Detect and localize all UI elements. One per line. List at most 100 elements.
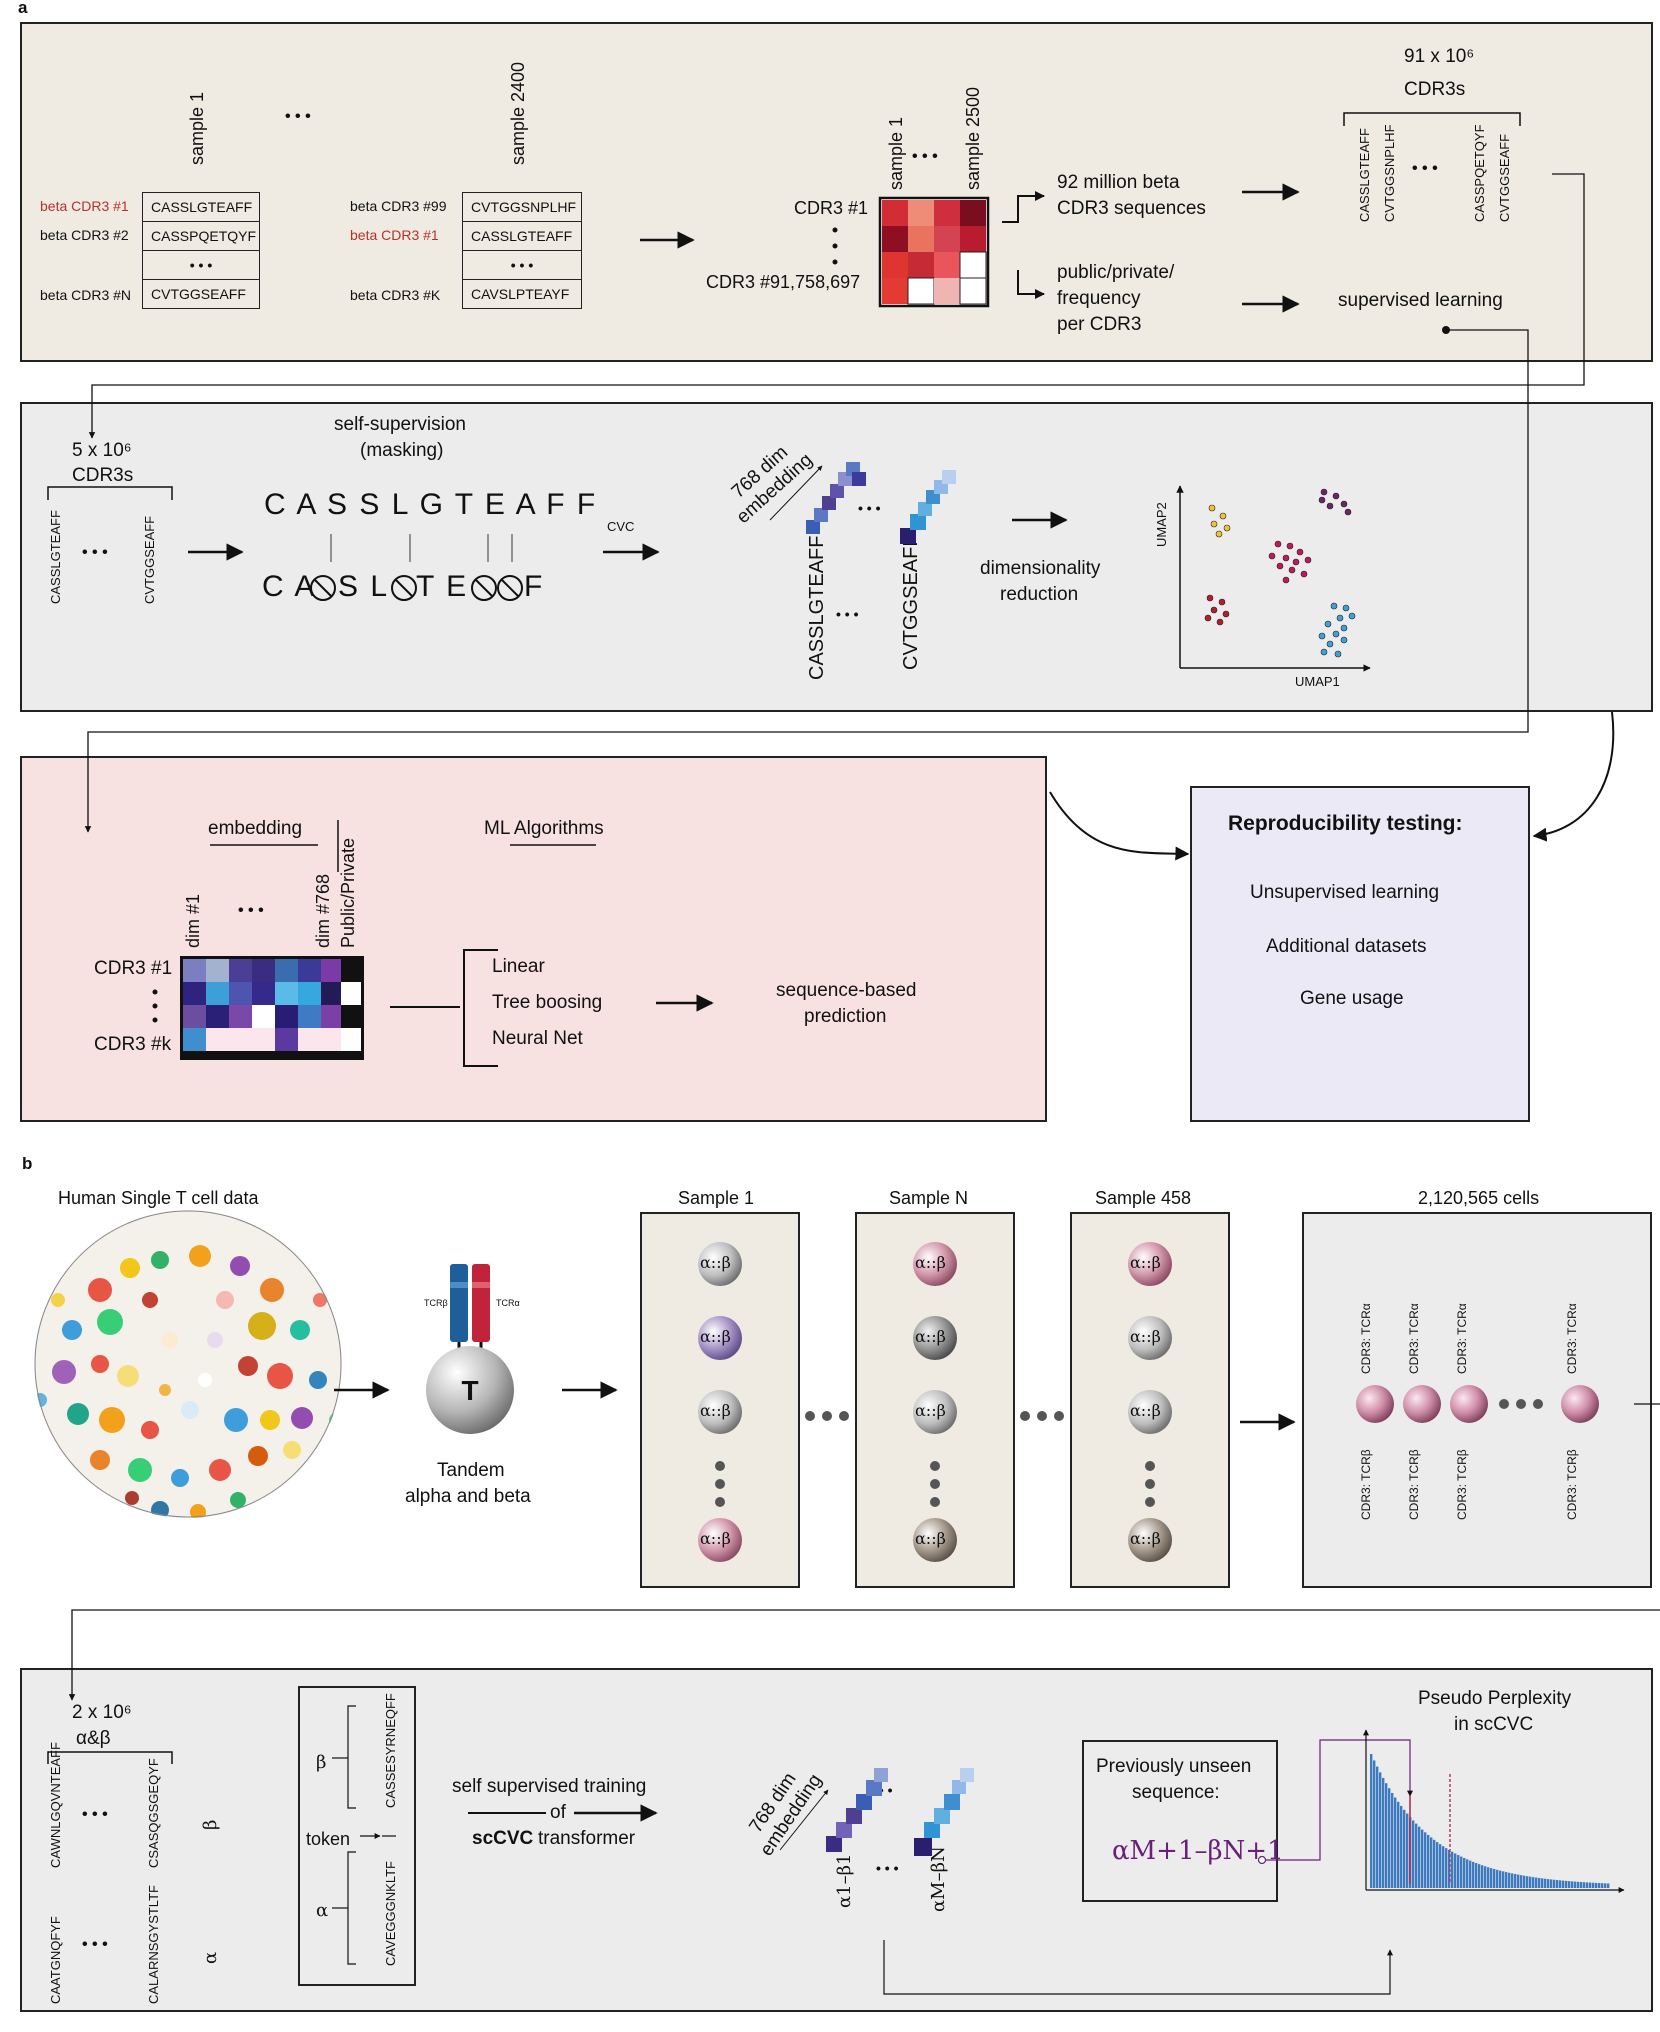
embedding-ellipsis2: • • • <box>836 606 859 622</box>
histogram-bar <box>1547 1879 1550 1888</box>
cdr3s-label: CDR3s <box>1404 79 1466 100</box>
sphere-ellipsis-dot <box>1145 1479 1155 1489</box>
histogram-bar <box>1580 1882 1583 1888</box>
histogram-bar <box>1445 1848 1448 1888</box>
repro-item1: Unsupervised learning <box>1250 882 1440 903</box>
sphere-label: α::β <box>700 1529 731 1548</box>
histogram-bar <box>1439 1844 1442 1888</box>
histogram-bar <box>1403 1809 1406 1888</box>
unseen-line1: Previously unseen <box>1096 1756 1252 1777</box>
algo-linear: Linear <box>492 956 545 977</box>
histogram-bar <box>1406 1813 1409 1888</box>
histogram-bar <box>1397 1801 1400 1888</box>
histogram-bar <box>1583 1882 1586 1888</box>
histogram-bar <box>1499 1870 1502 1888</box>
histogram-bar <box>1436 1842 1439 1888</box>
sphere-label: α::β <box>1130 1253 1161 1272</box>
histogram-bar <box>1568 1881 1571 1888</box>
cvc-count: 5 x 10⁶ <box>72 440 132 461</box>
out1-line2: CDR3 sequences <box>1057 198 1206 219</box>
histogram-bar <box>1607 1883 1610 1888</box>
pp-line2: in scCVC <box>1454 1714 1534 1735</box>
histogram-bar <box>1466 1859 1469 1888</box>
matrix-row1-label: CDR3 #1 <box>794 198 869 218</box>
sphere-ellipsis-dot <box>930 1461 940 1471</box>
histogram-bar <box>1481 1865 1484 1888</box>
tcrb-label: TCRβ <box>424 1298 448 1308</box>
embedding-vector-2 <box>900 470 956 544</box>
sphere-label: α::β <box>915 1401 946 1420</box>
histogram-bar <box>1490 1868 1493 1888</box>
train-of: of <box>550 1802 566 1823</box>
beta-seqs-ellipsis: • • • <box>82 1806 108 1823</box>
repro-item2: Additional datasets <box>1266 936 1427 957</box>
dims-ellipsis: • • • <box>238 902 264 919</box>
cdr3s-ellipsis: • • • <box>1412 160 1438 177</box>
sample-sphere <box>698 1242 742 1286</box>
sample-spheres <box>698 1242 1172 1562</box>
out1-line1: 92 million beta <box>1057 172 1180 193</box>
sphere-label: α::β <box>700 1327 731 1346</box>
sample458-title: Sample 458 <box>1095 1188 1192 1208</box>
histogram-bar <box>1451 1851 1454 1888</box>
b-embedding-vector-1 <box>826 1768 888 1852</box>
tcra-label: TCRα <box>496 1298 520 1308</box>
s2-row4-label: beta CDR3 #K <box>350 287 441 303</box>
cell2-alpha: CDR3: TCRα <box>1407 1303 1421 1374</box>
histogram-bar <box>1589 1882 1592 1888</box>
histogram-bar <box>1415 1823 1418 1888</box>
s1-row2-label: beta CDR3 #2 <box>40 227 129 243</box>
histogram-bar <box>1538 1877 1541 1888</box>
sphere-ellipsis-dot <box>715 1479 725 1489</box>
histogram-bar <box>1469 1860 1472 1888</box>
s1-row4-label: beta CDR3 #N <box>40 287 132 303</box>
sample-sphere <box>698 1390 742 1434</box>
masked-part3: T E <box>416 570 469 603</box>
unseen-sequence: αM+1–βN+1 <box>1112 1836 1284 1866</box>
panel-b-label: b <box>22 1154 33 1173</box>
pp-line1: Pseudo Perplexity <box>1418 1688 1572 1709</box>
histogram-bar <box>1565 1880 1568 1888</box>
histogram-bar <box>1373 1760 1376 1888</box>
sample-sphere <box>913 1390 957 1434</box>
cell2-beta: CDR3: TCRβ <box>1407 1449 1421 1520</box>
train-line1: self supervised training <box>452 1776 647 1797</box>
histogram-bar <box>1550 1879 1553 1888</box>
histogram-bar <box>1556 1880 1559 1888</box>
histogram-bar <box>1457 1855 1460 1888</box>
panel-a-section <box>20 22 1653 362</box>
token-label: token <box>306 1829 351 1849</box>
histogram-bar <box>1535 1877 1538 1888</box>
cell3-alpha: CDR3: TCRα <box>1455 1303 1469 1374</box>
histogram-bar <box>1460 1856 1463 1888</box>
histogram-bar <box>1424 1832 1427 1888</box>
dimred-line1: dimensionality <box>980 558 1101 579</box>
tcell-icon: T <box>426 1264 514 1434</box>
b-emb-ellipsis2: • • • <box>876 1860 899 1876</box>
histogram-bar <box>1472 1861 1475 1888</box>
train-line3: transformer <box>538 1828 636 1849</box>
masked-part1: C A <box>262 570 317 603</box>
sphere-label: α::β <box>915 1327 946 1346</box>
sphere-label: α::β <box>915 1253 946 1272</box>
alpha-seqs-ellipsis: • • • <box>82 1936 108 1953</box>
histogram-bar <box>1394 1797 1397 1888</box>
sphere-ellipsis-dot <box>715 1461 725 1471</box>
tcell-bubble-graphic <box>34 1210 342 1518</box>
histogram-bar <box>1517 1874 1520 1888</box>
histogram-bar <box>1478 1864 1481 1888</box>
histogram-bar <box>1475 1863 1478 1888</box>
unseen-line2: sequence: <box>1132 1782 1220 1803</box>
histogram-bar <box>1427 1834 1430 1888</box>
train-bold: scCVC <box>472 1828 534 1849</box>
histogram-bar <box>1442 1846 1445 1888</box>
masked-part2: S L <box>338 570 390 603</box>
out2-line2: frequency <box>1057 288 1141 309</box>
histogram-bar <box>1433 1839 1436 1888</box>
original-sequence: C A S S L G T E A F F <box>264 488 598 521</box>
token-beta: β <box>316 1752 327 1773</box>
unseen-box <box>1082 1740 1278 1902</box>
human-tcell-title: Human Single T cell data <box>58 1188 259 1208</box>
histogram-bar <box>1487 1867 1490 1888</box>
